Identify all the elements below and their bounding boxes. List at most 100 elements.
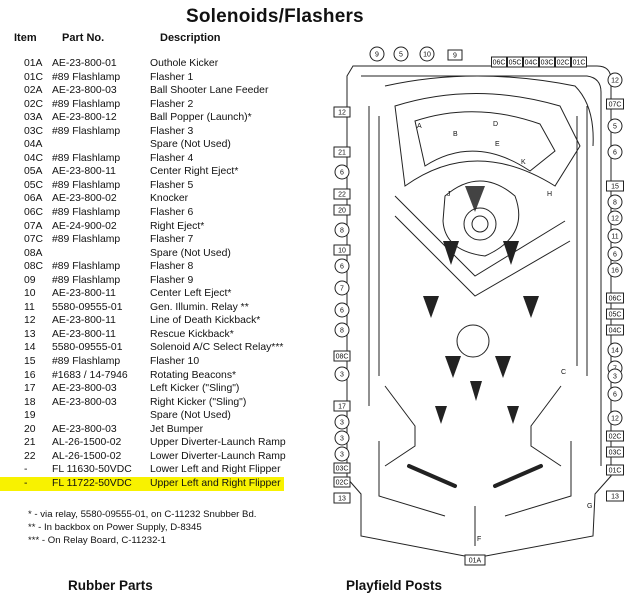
cell-part: AL-26-1500-02 bbox=[52, 437, 122, 449]
flasher-callout-label: 03C bbox=[609, 450, 622, 457]
cell-desc: Spare (Not Used) bbox=[150, 247, 231, 259]
cell-part: AE-23-800-01 bbox=[52, 58, 117, 69]
post-callout-label: 6 bbox=[340, 170, 344, 177]
cell-item: 10 bbox=[24, 288, 36, 300]
flasher-callout-label: 05C bbox=[509, 60, 522, 67]
flasher-callout-label: 01C bbox=[573, 60, 586, 67]
flasher-callout-box bbox=[606, 464, 624, 476]
cell-part: #89 Flashlamp bbox=[52, 274, 121, 286]
post-callout-circle bbox=[369, 46, 385, 62]
flasher-callout-box bbox=[606, 308, 624, 320]
post-callout-label: 8 bbox=[613, 200, 617, 207]
post-callout-label: 6 bbox=[340, 308, 344, 315]
left-slingshot bbox=[384, 385, 416, 467]
cell-part: 5580-09555-01 bbox=[52, 342, 123, 354]
flasher-callout-label: 02C bbox=[609, 434, 622, 441]
cell-part: #89 Flashlamp bbox=[52, 261, 121, 273]
cell-item: 01C bbox=[24, 71, 44, 83]
footnote: *** - On Relay Board, C-11232-1 bbox=[28, 535, 166, 546]
cell-item: 08C bbox=[24, 261, 44, 273]
cell-desc: Line of Death Kickback* bbox=[150, 315, 261, 327]
cell-item: 04C bbox=[24, 152, 44, 164]
post-callout-circle bbox=[607, 386, 623, 402]
cell-part: AE-23-800-11 bbox=[52, 328, 116, 340]
flasher-callout-label: 01C bbox=[609, 468, 622, 475]
flasher-callout-label: 21 bbox=[338, 150, 346, 157]
post-callout-circle bbox=[607, 246, 623, 262]
flasher-callout-box bbox=[333, 462, 351, 474]
cell-desc: Flasher 9 bbox=[150, 274, 194, 286]
cell-part: AE-23-800-11 bbox=[52, 315, 116, 327]
flasher-callout-label: 08C bbox=[336, 354, 349, 361]
outer-lane bbox=[361, 75, 602, 466]
flasher-callout-label: 01A bbox=[469, 558, 482, 565]
cell-desc: Flasher 8 bbox=[150, 261, 194, 273]
flasher-callout-box bbox=[491, 56, 507, 68]
cell-part: AE-23-800-03 bbox=[52, 85, 117, 97]
cell-item: 08A bbox=[24, 247, 43, 259]
flasher-callout-label: 03C bbox=[541, 60, 554, 67]
flasher-callout-box bbox=[606, 98, 624, 110]
cell-part: FL 11630-50VDC bbox=[52, 464, 132, 476]
header-item: Item bbox=[14, 32, 37, 44]
flasher-callout-box bbox=[606, 324, 624, 336]
post-callout-circle bbox=[334, 414, 350, 430]
cell-part: #89 Flashlamp bbox=[52, 71, 121, 83]
playfield-posts-heading: Playfield Posts bbox=[346, 578, 443, 593]
flasher-callout-label: 15 bbox=[611, 184, 619, 191]
flasher-callout-box bbox=[333, 492, 351, 504]
cell-desc: Lower Left and Right Flipper bbox=[150, 464, 281, 476]
cell-item: 05C bbox=[24, 179, 44, 191]
flasher-callout-label: 02C bbox=[336, 480, 349, 487]
post-callout-circle bbox=[419, 46, 435, 62]
cell-item: 04A bbox=[24, 139, 43, 151]
rubber-parts-heading: Rubber Parts bbox=[68, 578, 153, 593]
cell-part: #89 Flashlamp bbox=[52, 98, 121, 110]
cell-item: 03C bbox=[24, 125, 44, 137]
cell-part: #1683 / 14-7946 bbox=[52, 369, 128, 381]
post-callout-label: 16 bbox=[611, 268, 619, 275]
cell-desc: Flasher 5 bbox=[150, 179, 194, 191]
post-callout-circle bbox=[607, 262, 623, 278]
post-callout-label: 10 bbox=[423, 52, 431, 59]
post-callout-circle bbox=[334, 302, 350, 318]
post-callout-circle bbox=[607, 228, 623, 244]
flasher-callout-box bbox=[333, 244, 351, 256]
cell-item: 06C bbox=[24, 207, 44, 219]
cell-item: 21 bbox=[24, 437, 36, 449]
post-callout-circle bbox=[334, 366, 350, 382]
header-part-no: Part No. bbox=[62, 32, 105, 44]
upper-ramp bbox=[394, 93, 581, 187]
cell-desc: Ball Shooter Lane Feeder bbox=[150, 85, 269, 97]
cell-desc: Knocker bbox=[150, 193, 189, 205]
cell-item: 07C bbox=[24, 234, 44, 246]
cell-desc: Solenoid A/C Select Relay*** bbox=[150, 342, 284, 354]
cell-part: #89 Flashlamp bbox=[52, 207, 121, 219]
post-callout-label: 8 bbox=[340, 228, 344, 235]
flasher-callout-box bbox=[606, 446, 624, 458]
post-callout-circle bbox=[334, 222, 350, 238]
post-callout-label: 6 bbox=[613, 392, 617, 399]
footnote: ** - In backbox on Power Supply, D-8345 bbox=[28, 522, 202, 533]
cell-desc: Spare (Not Used) bbox=[150, 410, 231, 422]
cell-item: 06A bbox=[24, 193, 43, 205]
cell-item: 05A bbox=[24, 166, 43, 178]
flasher-callout-box bbox=[333, 106, 351, 118]
cell-item: 15 bbox=[24, 356, 36, 368]
flasher-callout-label: 12 bbox=[338, 110, 346, 117]
